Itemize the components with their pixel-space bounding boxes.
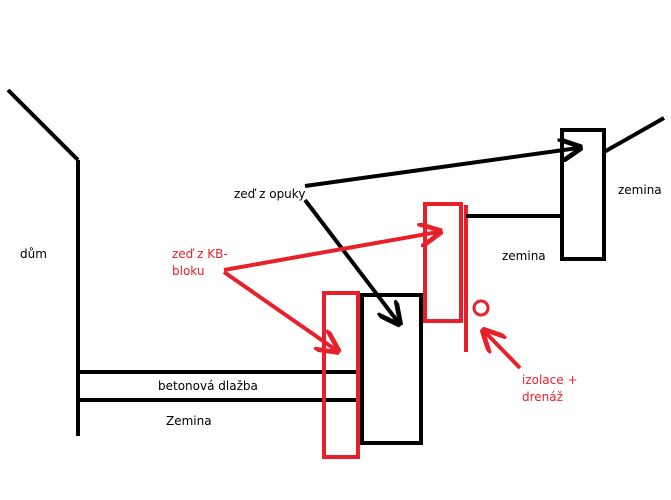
label-izolace-line1: izolace +: [522, 373, 578, 387]
label-zemina-middle: zemina: [502, 249, 546, 263]
arrow-opuka-to-upper: [304, 148, 578, 188]
drain-circle: [472, 299, 490, 317]
arrow-izolace: [485, 332, 522, 370]
label-izolace-line2: drenáž: [522, 390, 563, 404]
label-zed-kb-line2: bloku: [172, 264, 204, 278]
label-zemina-right: zemina: [618, 183, 662, 197]
arrow-kb-to-lower: [222, 270, 336, 350]
label-zemina-bottom: Zemina: [166, 414, 212, 428]
opuka-wall-lower: [360, 293, 423, 445]
label-betonova-dlazba: betonová dlažba: [158, 379, 258, 393]
slope-line-right: [603, 116, 665, 154]
opuka-wall-upper: [560, 128, 606, 261]
label-zed-kb-line1: zeď z KB-: [172, 247, 228, 261]
label-dum: dům: [20, 247, 47, 261]
kb-block-wall-lower: [322, 291, 360, 459]
kb-block-wall-middle: [423, 202, 463, 323]
arrow-kb-to-middle: [223, 232, 438, 272]
label-zed-opuky: zeď z opuky: [234, 187, 305, 201]
house-roof-line: [6, 88, 80, 162]
arrow-opuka-to-lower: [303, 198, 398, 322]
